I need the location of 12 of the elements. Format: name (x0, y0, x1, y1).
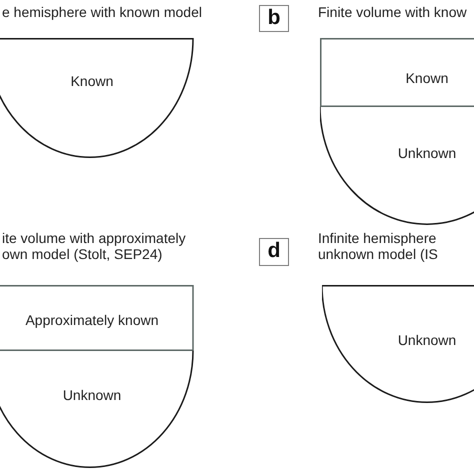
region-label: Unknown (398, 145, 456, 161)
panel-heading: ite volume with approximately own model (Stolt, SEP24) (2, 230, 187, 262)
region-label: Known (406, 70, 448, 86)
region-label: Unknown (62, 387, 122, 403)
panel-letter: b (259, 5, 289, 32)
panel-heading: e hemisphere with known model (2, 4, 202, 20)
panel-heading: Finite volume with know (318, 4, 467, 20)
region-label: Unknown (398, 332, 456, 348)
region-label: Known (70, 73, 114, 89)
panel-letter: d (259, 238, 289, 266)
region-label: Approximately known (25, 312, 159, 328)
panel-heading: Infinite hemisphere unknown model (IS (318, 230, 439, 262)
